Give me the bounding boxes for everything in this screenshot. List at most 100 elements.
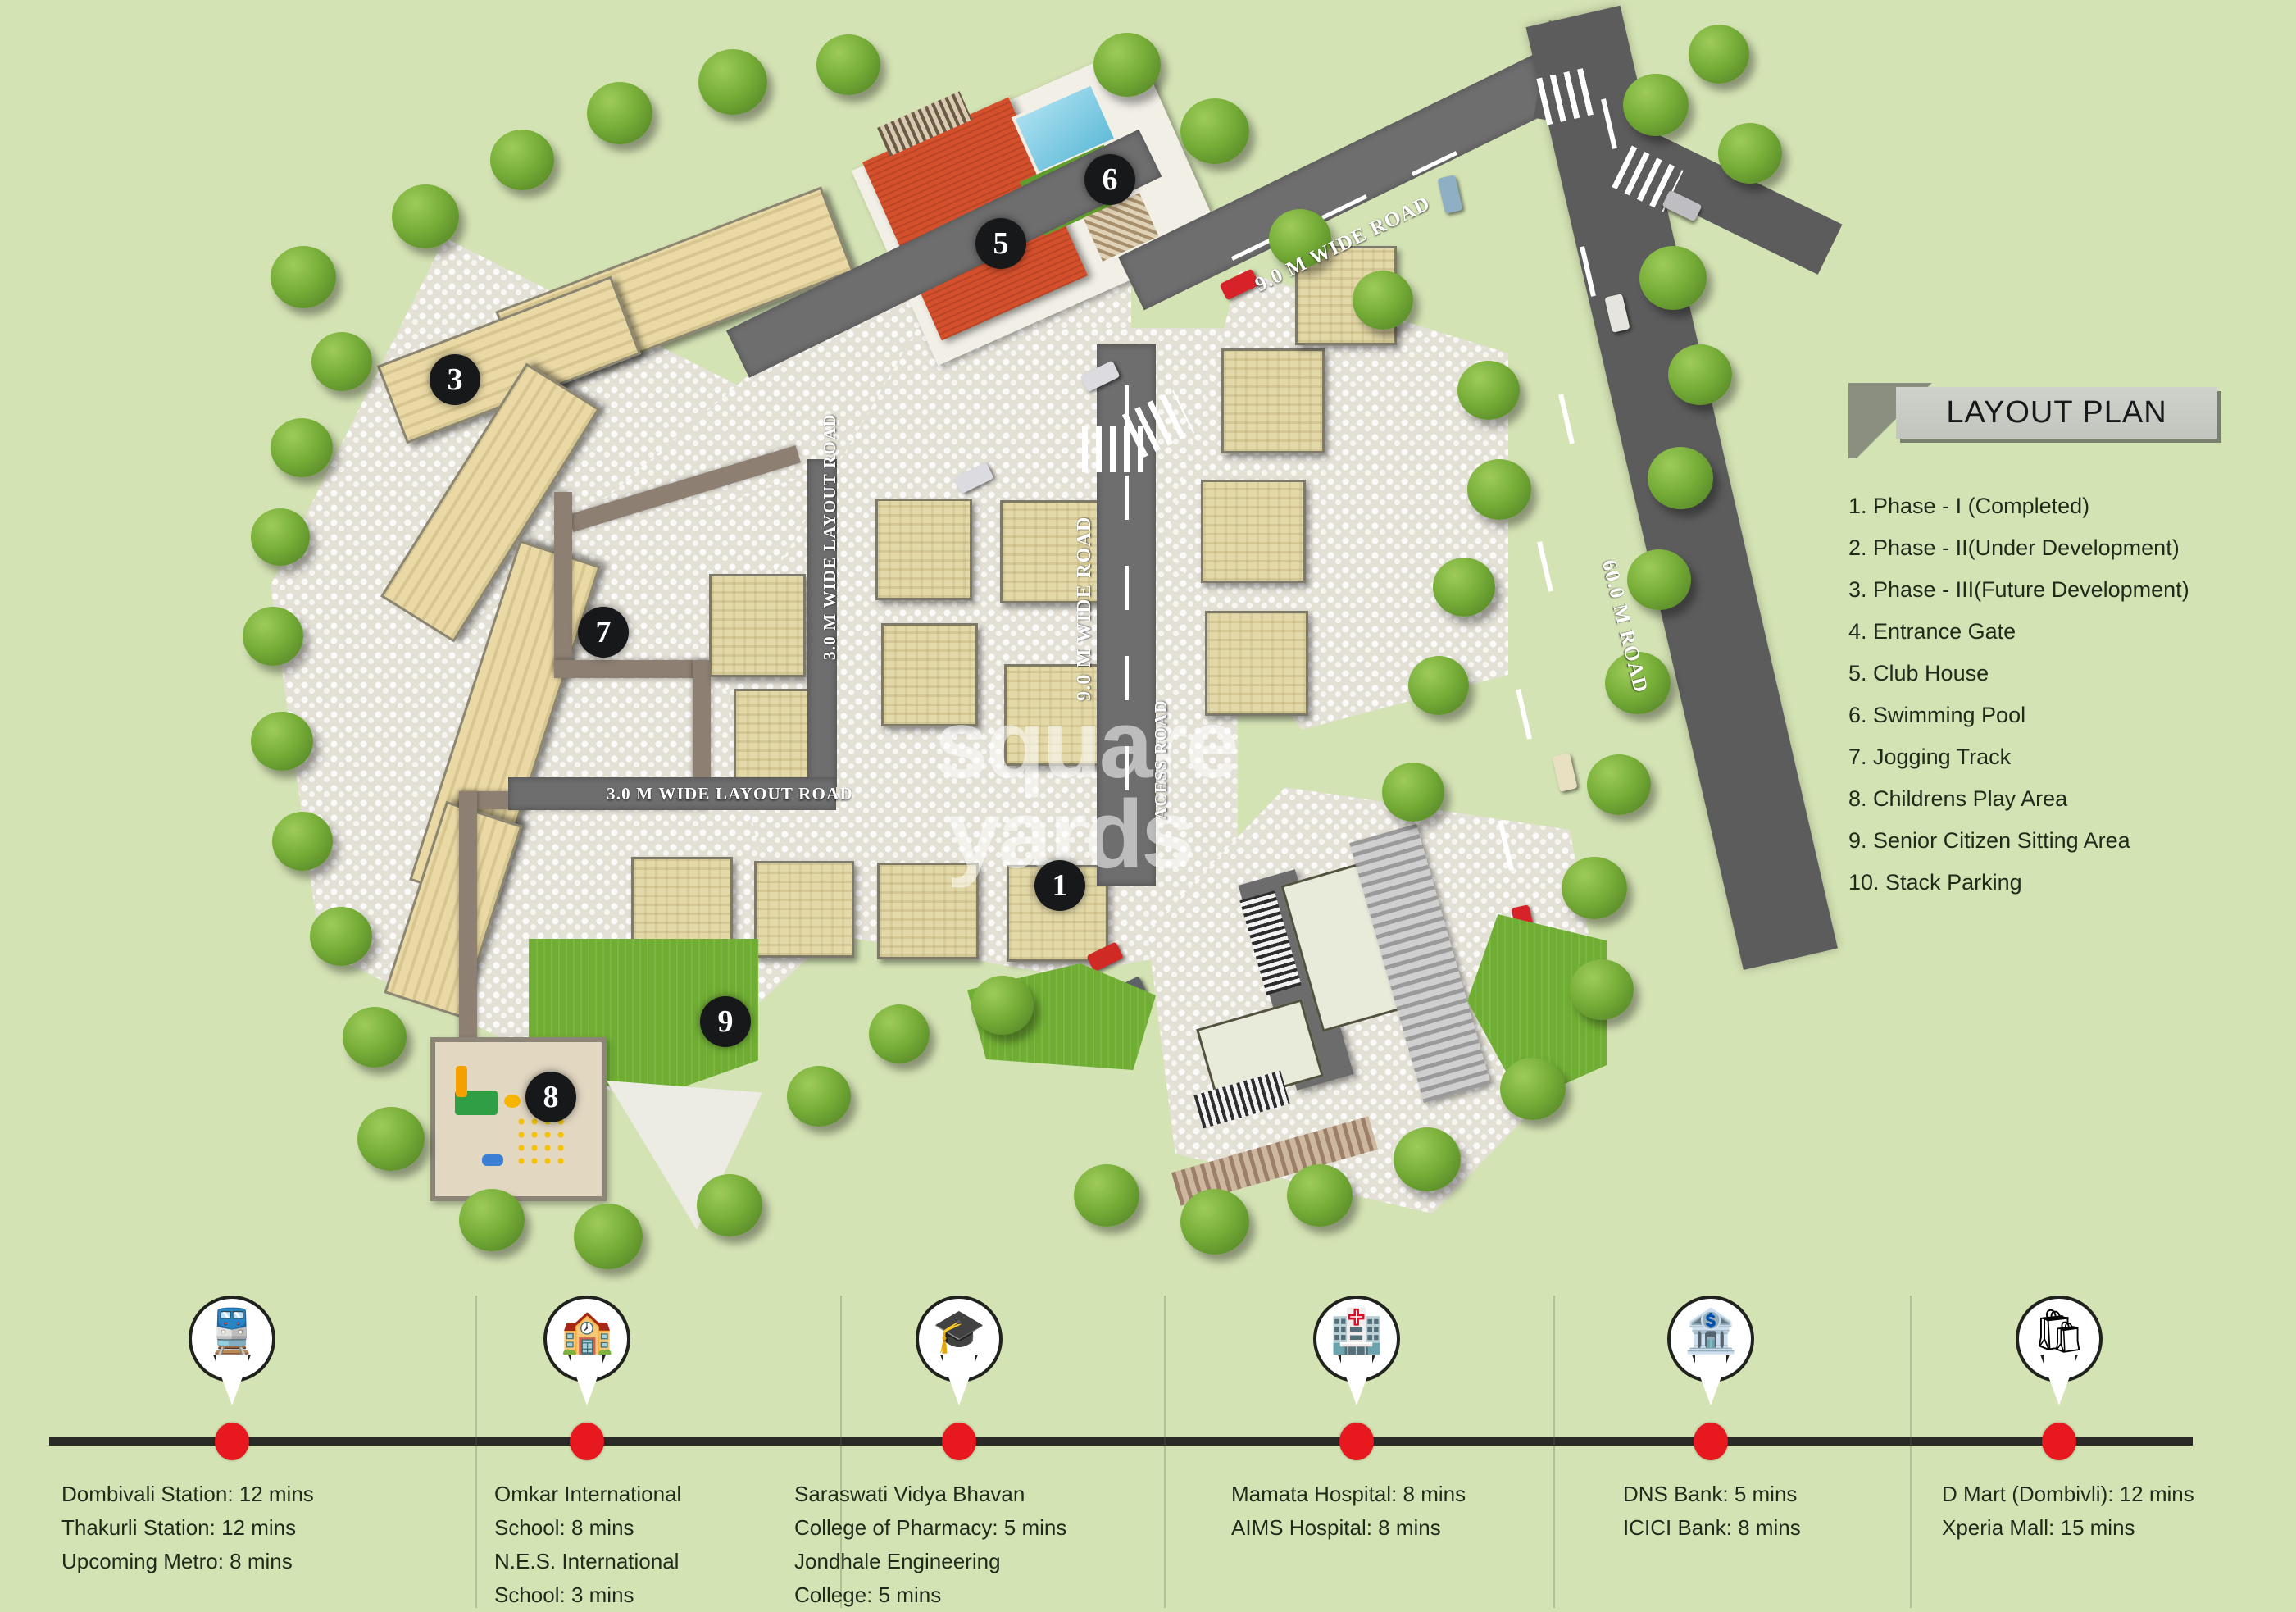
tree (271, 246, 336, 308)
tree (251, 712, 313, 771)
road-dash (1125, 385, 1129, 430)
timeline-separator (1553, 1296, 1555, 1608)
jogging-track-seg-3 (554, 660, 710, 678)
stop-line: College: 5 mins (794, 1582, 942, 1607)
tree (1605, 652, 1671, 714)
tree (1668, 344, 1732, 405)
tree (1457, 361, 1520, 420)
tree (1639, 246, 1707, 310)
timeline-dot (215, 1423, 249, 1460)
play-equipment-dots (515, 1115, 566, 1166)
connectivity-timeline: 🚆 Dombivali Station: 12 mins Thakurli St… (0, 1296, 2296, 1608)
stop-line: N.E.S. International (494, 1549, 680, 1573)
road-label: ACESS ROAD (1151, 699, 1171, 820)
map-marker-6[interactable]: 6 (1084, 154, 1135, 205)
map-marker-1[interactable]: 1 (1034, 860, 1085, 911)
jogging-track-seg-6 (459, 791, 477, 1054)
road-dash (1537, 541, 1553, 592)
stop-line: School: 8 mins (494, 1515, 634, 1540)
stop-line: Dombivali Station: 12 mins (61, 1482, 314, 1506)
tree (1627, 549, 1691, 610)
map-pin[interactable]: 🚆 (189, 1296, 275, 1410)
plot-building (709, 574, 806, 677)
tree (1382, 763, 1444, 822)
stop-line: Saraswati Vidya Bhavan (794, 1482, 1025, 1506)
road-label: 3.0 M WIDE LAYOUT ROAD (820, 413, 839, 660)
legend-title: LAYOUT PLAN (1946, 395, 2167, 430)
childrens-play-surface (430, 1037, 607, 1201)
map-marker-8[interactable]: 8 (525, 1072, 576, 1122)
map-marker-7[interactable]: 7 (578, 607, 629, 658)
tree (1180, 98, 1249, 164)
plot-building (877, 863, 979, 959)
map-marker-5[interactable]: 5 (975, 218, 1026, 269)
timeline-dot (942, 1423, 976, 1460)
tree (1587, 754, 1651, 815)
car (1437, 175, 1463, 214)
tree (1718, 123, 1782, 184)
road-dash (1125, 746, 1129, 790)
jogging-track-seg-2 (554, 492, 572, 672)
road-dash (1125, 656, 1129, 700)
graduation-cap-icon: 🎓 (932, 1308, 986, 1355)
tree (343, 1007, 407, 1068)
stop-line: ICICI Bank: 8 mins (1623, 1515, 1801, 1540)
tree (1570, 959, 1634, 1020)
tree (1353, 271, 1413, 330)
tree (310, 907, 372, 966)
road-layout-3m-vertical (807, 459, 837, 787)
play-equipment-orange (456, 1066, 467, 1097)
tree (311, 332, 372, 391)
timeline-separator (840, 1296, 842, 1608)
tree (816, 34, 880, 95)
jogging-track-seg-4 (693, 660, 711, 795)
car (1552, 753, 1578, 792)
stop-line: AIMS Hospital: 8 mins (1231, 1515, 1441, 1540)
tree (1394, 1127, 1461, 1191)
legend-list: 1. Phase - I (Completed) 2. Phase - II(U… (1848, 494, 2275, 895)
pin-bubble (2016, 1296, 2103, 1382)
timeline-dot (1339, 1423, 1374, 1460)
stop-line: Xperia Mall: 15 mins (1942, 1515, 2135, 1540)
legend-item-7: 7. Jogging Track (1848, 745, 2012, 769)
tree (869, 1004, 930, 1063)
map-pin[interactable]: 🛍 (2016, 1296, 2103, 1410)
tree (587, 82, 652, 144)
tree (1180, 1189, 1249, 1255)
stop-line: Thakurli Station: 12 mins (61, 1515, 297, 1540)
tree (1500, 1058, 1566, 1120)
map-pin[interactable]: 🏫 (543, 1296, 630, 1410)
tree (1623, 74, 1689, 136)
school-icon: 🏫 (560, 1308, 614, 1355)
stop-line: DNS Bank: 5 mins (1623, 1482, 1798, 1506)
map-pin[interactable]: 🎓 (916, 1296, 1003, 1410)
legend-item-5: 5. Club House (1848, 661, 1989, 685)
plot-building (1205, 611, 1308, 716)
tree (1689, 25, 1749, 84)
tree (251, 508, 310, 566)
map-pin[interactable]: 🏥 (1313, 1296, 1400, 1410)
plot-building (631, 857, 733, 954)
timeline-separator (1910, 1296, 1912, 1608)
tree (1269, 209, 1331, 268)
map-marker-3[interactable]: 3 (430, 354, 480, 405)
tree (271, 418, 333, 477)
timeline-separator (1164, 1296, 1166, 1608)
road-label: 3.0 M WIDE LAYOUT ROAD (607, 784, 853, 804)
map-pin[interactable]: 🏦 (1667, 1296, 1754, 1410)
legend-item-1: 1. Phase - I (Completed) (1848, 494, 2090, 518)
legend-item-2: 2. Phase - II(Under Development) (1848, 535, 2180, 560)
stop-line: Jondhale Engineering (794, 1549, 1001, 1573)
stop-line: Omkar International (494, 1482, 682, 1506)
tree (1433, 558, 1495, 617)
timeline-separator (475, 1296, 477, 1608)
bank-icon: 🏦 (1684, 1308, 1738, 1355)
timeline-axis (49, 1437, 2193, 1446)
tree (697, 1174, 762, 1236)
plot-building (875, 499, 972, 600)
road-dash (1125, 566, 1129, 610)
plot-building (754, 861, 854, 958)
stop-line: School: 3 mins (494, 1582, 634, 1607)
stop-line: Upcoming Metro: 8 mins (61, 1549, 293, 1573)
map-marker-9[interactable]: 9 (700, 996, 751, 1047)
